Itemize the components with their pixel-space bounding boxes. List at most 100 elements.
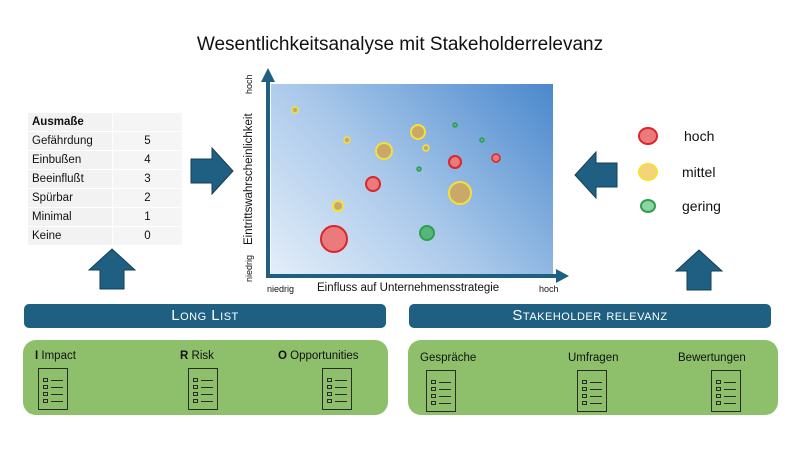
checklist-icon	[38, 368, 68, 410]
y-axis-low-label: niedrig	[244, 254, 254, 282]
table-cell-label: Spürbar	[32, 192, 73, 204]
checklist-line	[716, 387, 736, 391]
bubble-gering	[419, 225, 435, 241]
checklist-line	[327, 378, 347, 382]
checklist-line	[582, 380, 602, 384]
table-row: Minimal 1	[28, 208, 182, 227]
table-header-value	[112, 113, 182, 131]
bubble-hoch	[320, 225, 348, 253]
checklist-line	[327, 399, 347, 403]
bubble-mittel	[332, 200, 344, 212]
materiality-matrix-plot	[271, 84, 553, 274]
arrow-up-icon	[88, 248, 136, 290]
x-axis-low-label: niedrig	[267, 284, 295, 294]
table-cell-value: 2	[112, 189, 182, 207]
checklist-icon	[188, 368, 218, 410]
legend-label: mittel	[682, 164, 716, 180]
opportunities-key: O	[278, 350, 287, 362]
stakeholder-panel: Gespräche Umfragen Bewertungen	[408, 340, 778, 415]
checklist-line	[582, 401, 602, 405]
bubble-group	[291, 106, 501, 253]
table-cell-value: 3	[112, 170, 182, 188]
impact-key: I	[35, 350, 39, 362]
legend-label: hoch	[684, 128, 715, 144]
x-axis-label: Einfluss auf Unternehmensstrategie	[317, 282, 500, 294]
checklist-line	[716, 401, 736, 405]
legend-item-gering: gering	[638, 194, 721, 218]
opportunities-label: Opportunities	[290, 350, 359, 362]
table-row: Einbußen 4	[28, 151, 182, 170]
y-axis-label: Eintrittswahrscheinlichkeit	[243, 113, 255, 245]
umfragen-item: Umfragen	[568, 352, 619, 364]
bewertungen-item: Bewertungen	[678, 352, 746, 364]
risk-key: R	[180, 350, 189, 362]
checklist-line	[193, 378, 213, 382]
table-row: Gefährdung 5	[28, 132, 182, 151]
bubble-mittel	[422, 144, 430, 152]
checklist-line	[43, 378, 63, 382]
checklist-line	[327, 392, 347, 396]
checklist-line	[193, 392, 213, 396]
checklist-icon	[711, 370, 741, 412]
checklist-line	[431, 387, 451, 391]
table-cell-value: 4	[112, 151, 182, 169]
bubble-gering	[452, 122, 458, 128]
checklist-line	[431, 394, 451, 398]
x-axis-high-label: hoch	[539, 284, 559, 294]
impact-item: I Impact	[35, 350, 76, 362]
bubble-mittel	[291, 106, 299, 114]
checklist-line	[582, 394, 602, 398]
risk-item: R Risk	[180, 350, 214, 362]
bubble-mittel	[375, 142, 393, 160]
checklist-line	[716, 380, 736, 384]
legend-item-hoch: hoch	[638, 124, 721, 148]
gespraeche-item: Gespräche	[420, 352, 477, 364]
table-cell-label: Beeinflußt	[32, 173, 84, 185]
bubble-gering	[416, 166, 422, 172]
checklist-line	[43, 392, 63, 396]
table-cell-value: 1	[112, 208, 182, 226]
stakeholder-relevanz-banner: Stakeholder relevanz	[409, 304, 771, 328]
yellow-dot-icon	[638, 163, 658, 181]
green-dot-icon	[640, 199, 656, 213]
opportunities-item: O Opportunities	[278, 350, 359, 362]
checklist-line	[582, 387, 602, 391]
table-row: Spürbar 2	[28, 189, 182, 208]
table-cell-value: 0	[112, 227, 182, 245]
table-cell-label: Gefährdung	[32, 135, 93, 147]
long-list-banner: Long List	[24, 304, 386, 328]
legend: hoch mittel gering	[638, 124, 721, 218]
bubble-mittel	[343, 136, 351, 144]
risk-label: Risk	[191, 350, 214, 362]
table-cell-label: Minimal	[32, 211, 72, 223]
page-title: Wesentlichkeitsanalyse mit Stakeholderre…	[196, 34, 604, 55]
checklist-line	[193, 385, 213, 389]
impact-label: Impact	[41, 350, 76, 362]
checklist-line	[431, 401, 451, 405]
legend-item-mittel: mittel	[638, 160, 721, 184]
ausmasse-table: Ausmaße Gefährdung 5 Einbußen 4 Beeinflu…	[28, 113, 182, 246]
bubble-hoch	[448, 155, 462, 169]
checklist-line	[327, 385, 347, 389]
legend-label: gering	[682, 198, 721, 214]
y-axis-high-label: hoch	[244, 74, 254, 94]
arrow-right-icon	[190, 147, 234, 195]
bubble-mittel	[448, 181, 472, 205]
table-cell-value: 5	[112, 132, 182, 150]
bubble-hoch	[491, 153, 501, 163]
checklist-line	[43, 385, 63, 389]
checklist-line	[716, 394, 736, 398]
bubble-hoch	[365, 176, 381, 192]
table-row: Keine 0	[28, 227, 182, 246]
arrow-left-icon	[574, 151, 618, 199]
checklist-icon	[577, 370, 607, 412]
checklist-line	[193, 399, 213, 403]
table-cell-label: Einbußen	[32, 154, 82, 166]
bubble-mittel	[410, 124, 426, 140]
table-header-label: Ausmaße	[32, 116, 84, 128]
red-dot-icon	[638, 127, 658, 145]
table-cell-label: Keine	[32, 230, 62, 242]
table-row: Beeinflußt 3	[28, 170, 182, 189]
checklist-icon	[426, 370, 456, 412]
